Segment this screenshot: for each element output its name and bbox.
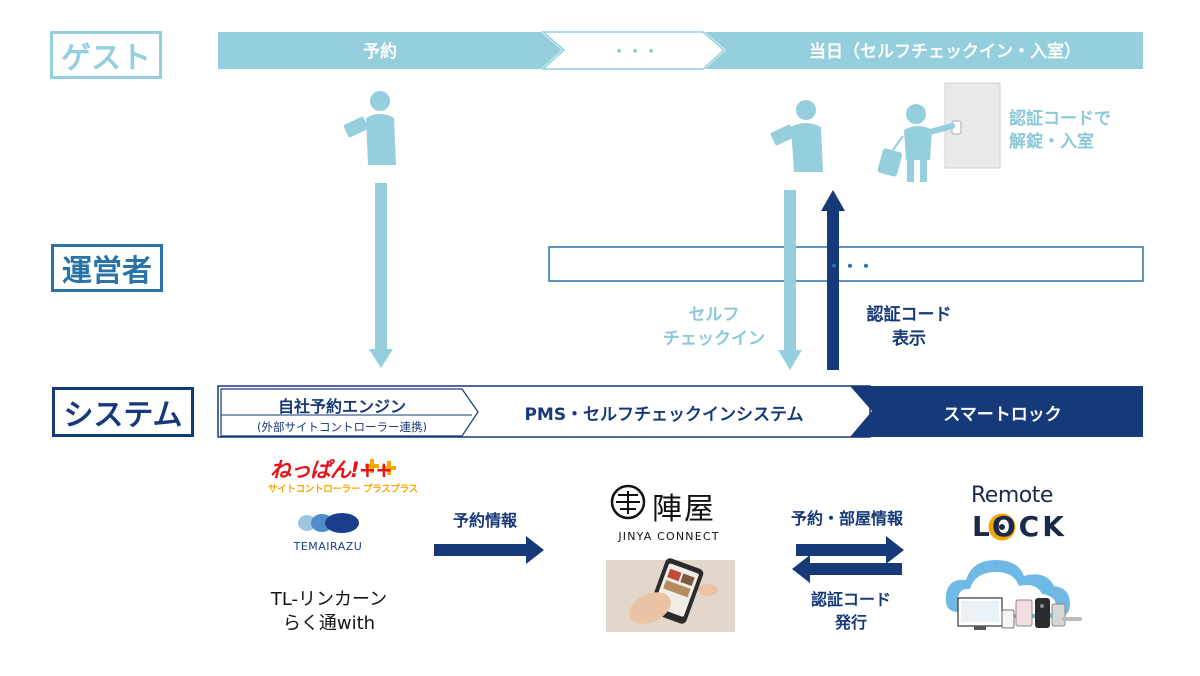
guest-bar-reservation <box>218 32 562 69</box>
auth-code-display-line2: 表示 <box>892 329 926 349</box>
remotelock-cloud-devices <box>945 560 1082 630</box>
guest-with-suitcase-figure <box>877 104 955 182</box>
guest-flow-reservation-label: 予約 <box>363 42 397 62</box>
operator-flow-ellipsis: ・・・ <box>825 257 874 276</box>
system-bar <box>217 385 1143 438</box>
tl-lincoln-line2: らく通with <box>282 613 376 634</box>
self-checkin-label-line2: チェックイン <box>663 329 765 349</box>
smart-lock-label: スマートロック <box>943 405 1062 425</box>
system-bar-booking-engine-box <box>220 388 479 437</box>
role-guest: ゲスト <box>50 31 162 79</box>
tl-lincoln-line1: TL-リンカーン <box>270 589 388 610</box>
self-checkin-label-line1: セルフ <box>688 305 740 325</box>
system-bar-smartlock <box>850 386 1143 437</box>
pms-label: PMS・セルフチェックインシステム <box>524 405 804 425</box>
neppan-plus-icon <box>365 459 396 475</box>
operator-flow-bar <box>548 246 1144 282</box>
auth-code-display-line1: 認証コード <box>866 305 952 325</box>
arrow-auth-code-display <box>821 190 845 370</box>
remotelock-lock-icon <box>988 513 1016 541</box>
temairazu-logo-text: TEMAIRAZU <box>293 540 363 553</box>
jinya-logo-icon <box>610 484 646 520</box>
auth-code-issue-line2: 発行 <box>834 613 867 632</box>
guest-bar-sameday <box>705 32 1143 69</box>
site-controller-label: (外部サイトコントローラー連携) <box>257 420 427 434</box>
guest-flow-sameday-label: 当日（セルフチェックイン・入室） <box>809 42 1081 62</box>
remotelock-lock-text: LOCK <box>972 510 1067 543</box>
guest-flow-ellipsis: ・・・ <box>610 42 659 61</box>
guest-reading-figure-right <box>770 100 823 172</box>
arrow-guest-to-system <box>369 183 393 368</box>
jinya-logo-kanji: 陣屋 <box>652 492 716 527</box>
jinya-connect-text: JINYA CONNECT <box>618 530 720 543</box>
role-system-label: システム <box>63 398 183 433</box>
role-guest-label: ゲスト <box>61 41 151 76</box>
guest-action-line2: 解錠・入室 <box>1009 132 1094 152</box>
neppan-logo-text: ねっぱん!++ <box>270 458 393 482</box>
booking-engine-label: 自社予約エンジン <box>277 397 406 416</box>
role-operator-label: 運営者 <box>62 254 152 289</box>
auth-code-issue-line1: 認証コード <box>810 590 891 609</box>
arrow-auth-code-issue <box>792 555 902 583</box>
arrow-booking-info <box>434 536 544 564</box>
role-operator: 運営者 <box>51 244 163 292</box>
role-system: システム <box>52 387 194 437</box>
arrow-self-checkin <box>778 190 802 370</box>
guest-flow-bar <box>218 31 1143 70</box>
guest-bar-ellipsis <box>540 31 726 70</box>
booking-room-info-label: 予約・部屋情報 <box>790 509 903 528</box>
neppan-logo-sub: サイトコントローラー プラスプラス <box>268 484 418 495</box>
arrow-booking-room-info <box>796 536 904 564</box>
guest-reading-figure-left <box>343 91 396 165</box>
guest-action-line1: 認証コードで <box>1009 109 1111 129</box>
temairazu-logo-icon <box>298 513 359 533</box>
remotelock-remote-text: Remote <box>971 483 1053 508</box>
jinya-app-photo <box>606 558 735 632</box>
booking-info-label: 予約情報 <box>452 511 517 530</box>
